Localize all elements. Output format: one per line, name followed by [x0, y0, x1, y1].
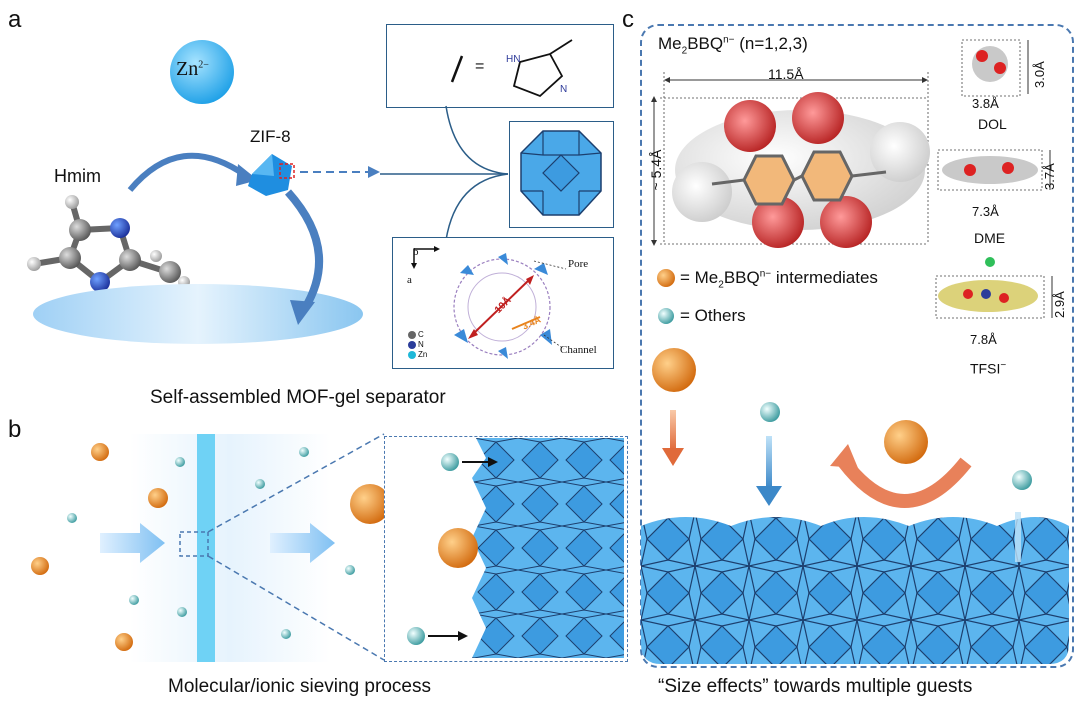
linker-equation	[450, 39, 573, 98]
linker-box	[386, 24, 614, 108]
framework-structure	[408, 246, 567, 359]
panel-c-letter: c	[622, 6, 634, 33]
zif8-crystal	[248, 154, 380, 196]
hn-label: HN	[506, 54, 521, 65]
assembly-disc	[33, 284, 363, 344]
zn-ion-sphere	[170, 40, 234, 104]
panel-b-letter: b	[8, 416, 22, 443]
n-label: N	[560, 84, 568, 95]
width-dimension: 11.5Å	[768, 66, 804, 82]
sodalite-cage	[520, 130, 602, 216]
assembly-arrows	[127, 152, 324, 325]
membrane-zoom	[407, 438, 624, 658]
dme-height: 3.7Å	[1042, 163, 1057, 190]
dol-molecule	[961, 39, 1029, 97]
height-arrow	[651, 96, 657, 246]
tfsi-molecule	[935, 257, 1053, 319]
me2bbq-molecule	[660, 72, 930, 248]
axis-a-label: a	[407, 274, 412, 286]
tfsi-height: 2.9Å	[1052, 291, 1067, 318]
zn-label: Zn2−	[176, 58, 209, 80]
zif8-label: ZIF-8	[250, 127, 291, 146]
hmim-label: Hmim	[54, 166, 101, 186]
axis-b-label: b	[413, 246, 419, 258]
guest-molecules	[652, 348, 1032, 508]
pore-label: Pore	[568, 258, 589, 270]
dol-name: DOL	[978, 116, 1007, 132]
legend-intermediates: = Me2BBQn− intermediates	[680, 268, 878, 291]
height-dimension: ~ 5.4Å	[648, 149, 664, 191]
panel-b-caption: Molecular/ionic sieving process	[168, 676, 431, 697]
sieving-diagram	[31, 433, 390, 662]
dol-width: 3.8Å	[972, 96, 999, 111]
legend-others: = Others	[680, 306, 746, 325]
converging-lines	[380, 105, 509, 241]
channel-label: Channel	[560, 344, 597, 356]
dme-name: DME	[974, 230, 1006, 246]
dme-molecule	[937, 149, 1051, 191]
dme-width: 7.3Å	[972, 204, 999, 219]
tfsi-name: TFSI−	[970, 360, 1007, 377]
tfsi-width: 7.8Å	[970, 332, 997, 347]
equals-sign: =	[475, 58, 485, 75]
mof-surface	[641, 512, 1069, 664]
panel-a-letter: a	[8, 6, 22, 33]
panel-a-caption: Self-assembled MOF-gel separator	[150, 387, 446, 408]
legend-markers	[657, 269, 675, 324]
panel-c-frame	[640, 24, 1074, 668]
me2bbq-title: Me2BBQn− (n=1,2,3)	[658, 34, 808, 57]
dol-height: 3.0Å	[1032, 61, 1047, 88]
panel-c-caption: “Size effects” towards multiple guests	[658, 676, 973, 697]
